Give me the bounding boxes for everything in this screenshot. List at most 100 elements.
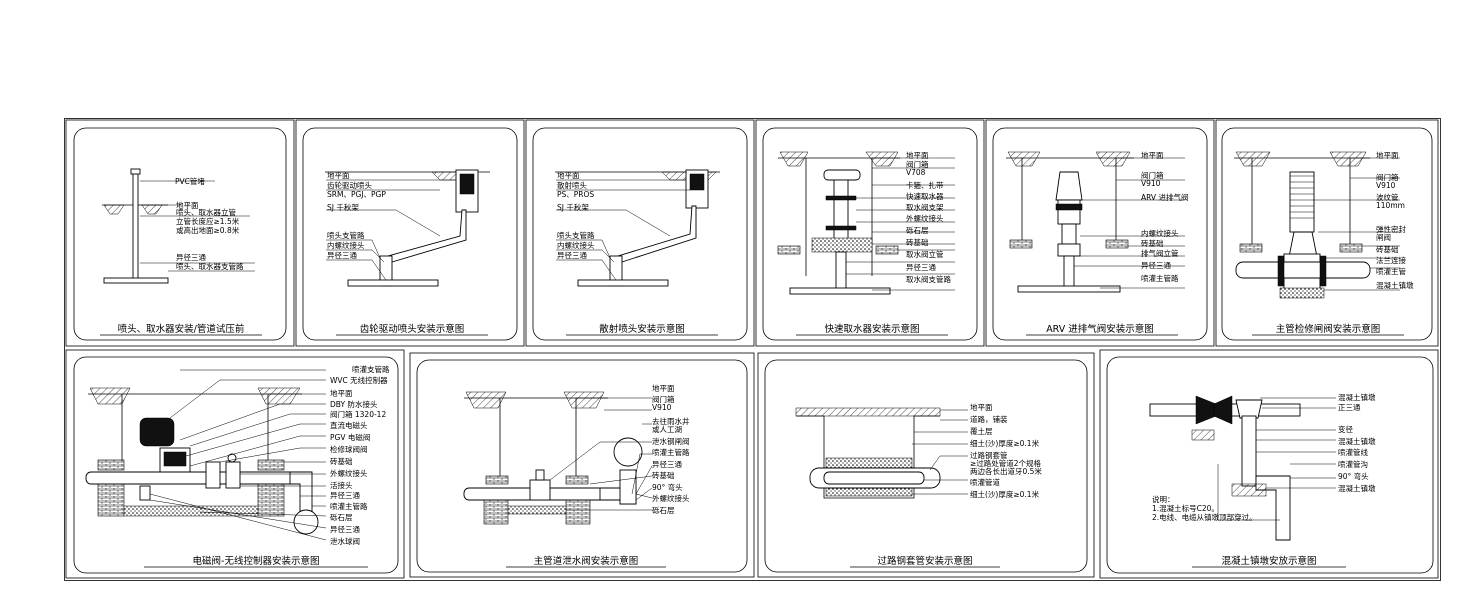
p10-note-0: 说明： bbox=[1152, 494, 1175, 504]
p7-label-6: PGV 电磁阀 bbox=[330, 432, 370, 442]
p6-label-10: 混凝土镇墩 bbox=[1376, 280, 1414, 290]
p8-label-4: 或人工湖 bbox=[652, 424, 682, 434]
p6-label-3: 波纹管 bbox=[1376, 192, 1399, 202]
p6-label-4: 110mm bbox=[1376, 201, 1405, 210]
p8-label-10: 外螺纹接头 bbox=[652, 493, 690, 503]
p5-label-2: V910 bbox=[1141, 179, 1161, 188]
p10-label-1: 正三通 bbox=[1338, 402, 1361, 412]
p3-label-1: 散射喷头 bbox=[557, 180, 587, 190]
p9-label-6: 两边各长出道牙0.5米 bbox=[970, 466, 1042, 476]
p10-label-6: 90° 弯头 bbox=[1338, 471, 1369, 481]
panel-5: 地平面 阀门箱 V910 ARV 进排气阀 内螺纹接头 砖基础 排气阀立管 异径… bbox=[1006, 150, 1188, 336]
p1-label-0: PVC管堵 bbox=[175, 176, 205, 186]
panel-frames-bottom bbox=[65, 349, 1439, 579]
p5-label-5: 砖基础 bbox=[1141, 238, 1164, 248]
p6-label-6: 闸阀 bbox=[1376, 233, 1391, 242]
p4-label-11: 取水阀支管路 bbox=[906, 274, 951, 284]
p4-label-1: 阀门箱 bbox=[906, 159, 929, 169]
p2-label-1: 齿轮驱动喷头 bbox=[327, 180, 372, 190]
p3-label-4: 喷头支管路 bbox=[557, 230, 595, 240]
p9-label-3: 细土(沙)厚度≥0.1米 bbox=[970, 438, 1040, 448]
p2-label-3: SJ 千秋架 bbox=[327, 202, 359, 212]
p5-label-0: 地平面 bbox=[1141, 150, 1164, 160]
p1-label-3: 立管长度应≥1.5米 bbox=[176, 216, 240, 226]
p7-label-3: DBY 防水接头 bbox=[330, 399, 378, 409]
p7-label-7: 检修球阀阀 bbox=[330, 444, 368, 454]
p6-label-1: 阀门箱 bbox=[1376, 172, 1399, 182]
p7-label-0: 喷灌支管路 bbox=[352, 364, 390, 374]
p2-label-0: 地平面 bbox=[327, 170, 350, 180]
p9-title: 过路钢套管安装示意图 bbox=[877, 555, 972, 567]
panel-frames-top bbox=[65, 119, 1439, 347]
p6-label-2: V910 bbox=[1376, 181, 1396, 190]
p2-label-5: 内螺纹接头 bbox=[327, 240, 365, 250]
p4-label-9: 取水阀立管 bbox=[906, 249, 944, 259]
p8-label-11: 砾石层 bbox=[652, 505, 675, 515]
p4-label-0: 地平面 bbox=[906, 150, 929, 160]
p5-label-1: 阀门箱 bbox=[1141, 170, 1164, 180]
sheet-frame bbox=[64, 118, 1441, 581]
p4-label-7: 砾石层 bbox=[906, 225, 929, 235]
p8-label-1: 阀门箱 bbox=[652, 394, 675, 404]
p2-label-6: 异径三通 bbox=[327, 250, 357, 260]
p8-label-2: V910 bbox=[652, 403, 672, 412]
p8-label-0: 地平面 bbox=[652, 383, 675, 393]
p5-label-7: 异径三通 bbox=[1141, 260, 1171, 270]
p4-label-6: 外螺纹接头 bbox=[906, 213, 944, 223]
panel-4: 地平面 阀门箱 V708 卡箍、扎带 快速取水器 取水阀支架 外螺纹接头 砾石层… bbox=[777, 150, 955, 336]
p2-label-4: 喷头支管路 bbox=[327, 230, 365, 240]
p5-label-4: 内螺纹接头 bbox=[1141, 228, 1179, 238]
p1-label-4: 或高出地面≥0.8米 bbox=[176, 225, 240, 235]
p8-label-8: 砖基础 bbox=[652, 470, 675, 480]
p7-label-15: 泄水球阀 bbox=[330, 536, 360, 546]
p10-note-1: 1.混凝土标号C20。 bbox=[1152, 503, 1219, 513]
p1-label-5: 异径三通 bbox=[176, 252, 206, 262]
p9-label-0: 地平面 bbox=[970, 402, 993, 412]
p3-label-6: 异径三通 bbox=[557, 250, 587, 260]
p3-label-0: 地平面 bbox=[557, 170, 580, 180]
panel-3: 地平面 散射喷头 PS、PROS SJ 千秋架 喷头支管路 内螺纹接头 异径三通… bbox=[555, 169, 720, 336]
p9-label-5: ≥过路处管道2个规格 bbox=[970, 458, 1042, 468]
p4-label-4: 快速取水器 bbox=[906, 191, 944, 201]
p4-title: 快速取水器安装示意图 bbox=[824, 323, 919, 335]
p3-label-2: PS、PROS bbox=[557, 190, 594, 199]
p6-label-0: 地平面 bbox=[1376, 150, 1399, 160]
p7-label-13: 砾石层 bbox=[330, 512, 353, 522]
p10-label-7: 混凝土镇墩 bbox=[1338, 483, 1376, 493]
panel-8: 地平面 阀门箱 V910 去往雨水井 或人工湖 泄水钢闸阀 喷灌主管路 异径三通… bbox=[463, 383, 690, 568]
p8-label-5: 泄水钢闸阀 bbox=[652, 436, 690, 446]
p6-label-8: 法兰连接 bbox=[1376, 255, 1406, 265]
p3-label-5: 内螺纹接头 bbox=[557, 240, 595, 250]
panel-1: PVC管堵 地平面 喷头、取水器立管 立管长度应≥1.5米 或高出地面≥0.8米… bbox=[100, 168, 262, 336]
p9-label-1: 道路，铺装 bbox=[970, 414, 1008, 424]
p8-label-9: 90° 弯头 bbox=[652, 482, 683, 492]
panel-10: 混凝土镇墩 正三通 变径 混凝土镇墩 喷灌管线 喷灌管沟 90° 弯头 混凝土镇… bbox=[1149, 392, 1376, 568]
p8-label-6: 喷灌主管路 bbox=[652, 447, 690, 457]
p1-label-6: 喷头、取水器支管路 bbox=[176, 261, 244, 271]
p5-label-8: 喷灌主管路 bbox=[1141, 273, 1179, 283]
p6-label-5: 弹性密封 bbox=[1376, 224, 1406, 234]
p10-title: 混凝土镇墩安放示意图 bbox=[1221, 555, 1316, 567]
panel-2: 地平面 齿轮驱动喷头 SRM、PGJ、PGP SJ 千秋架 喷头支管路 内螺纹接… bbox=[325, 169, 490, 336]
p7-label-14: 异径三通 bbox=[330, 524, 360, 534]
panel-6: 地平面 阀门箱 V910 波纹管 110mm 弹性密封 闸阀 砖基础 法兰连接 … bbox=[1234, 150, 1414, 336]
p10-label-3: 混凝土镇墩 bbox=[1338, 436, 1376, 446]
p7-label-2: 地平面 bbox=[330, 388, 353, 398]
p10-label-4: 喷灌管线 bbox=[1338, 447, 1368, 457]
p5-title: ARV 进排气阀安装示意图 bbox=[1046, 323, 1154, 335]
p7-label-1: WVC 无线控制器 bbox=[330, 375, 388, 385]
p7-label-9: 外螺纹接头 bbox=[330, 468, 368, 478]
p5-label-3: ARV 进排气阀 bbox=[1141, 192, 1188, 202]
p10-label-2: 变径 bbox=[1338, 424, 1354, 434]
p7-label-11: 异径三通 bbox=[330, 490, 360, 500]
p9-label-7: 喷灌管道 bbox=[970, 477, 1000, 487]
p1-label-2: 喷头、取水器立管 bbox=[176, 207, 236, 217]
p7-label-8: 砖基础 bbox=[330, 456, 353, 466]
p4-label-5: 取水阀支架 bbox=[906, 202, 944, 212]
panel-7: 喷灌支管路 WVC 无线控制器 地平面 DBY 防水接头 阀门箱 1320-12… bbox=[85, 364, 390, 568]
p3-title: 散射喷头安装示意图 bbox=[599, 323, 685, 335]
p4-label-2: V708 bbox=[906, 168, 926, 177]
p10-label-5: 喷灌管沟 bbox=[1338, 459, 1368, 469]
p7-label-10: 活接头 bbox=[330, 480, 353, 490]
